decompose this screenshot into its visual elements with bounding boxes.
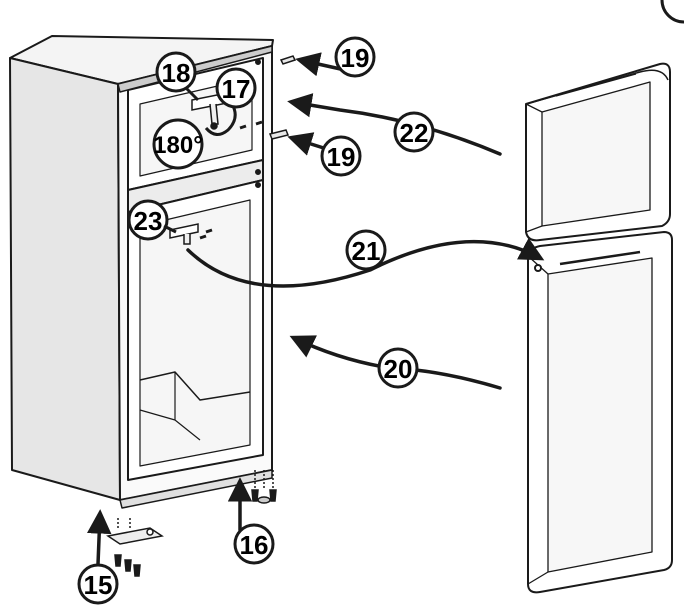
leader-18 [184, 86, 200, 102]
leader-23 [163, 224, 177, 234]
callout-180: 180° [152, 118, 204, 170]
callout-17-label: 17 [222, 74, 251, 104]
callout-23: 23 [127, 199, 169, 241]
bottom-hinge-assembly [106, 518, 164, 577]
callout-22-label: 22 [400, 118, 429, 148]
middle-hinge-assembly [169, 223, 213, 245]
callout-18: 18 [155, 51, 197, 93]
callout-19-top-label: 19 [341, 43, 370, 73]
callout-22: 22 [393, 111, 435, 153]
arrow-19-top [295, 52, 347, 77]
callout-16: 16 [233, 523, 275, 565]
callout-19-top: 19 [334, 36, 376, 78]
hinge-pins [268, 55, 297, 140]
callout-20: 20 [377, 347, 419, 389]
freezer-door [525, 62, 671, 242]
arrow-15 [86, 509, 112, 566]
callout-20-label: 20 [384, 354, 413, 384]
callout-15: 15 [77, 563, 119, 605]
callout-17: 17 [215, 67, 257, 109]
fridge-door [527, 231, 673, 594]
callout-23-label: 23 [134, 206, 163, 236]
callout-15-label: 15 [84, 570, 113, 600]
callout-18-label: 18 [162, 58, 191, 88]
callout-21: 21 [345, 229, 387, 271]
corner-badge-fragment [660, 0, 685, 24]
callout-16-label: 16 [240, 530, 269, 560]
leveling-feet [251, 470, 277, 504]
callout-19-bottom: 19 [320, 135, 362, 177]
callout-19-bottom-label: 19 [327, 142, 356, 172]
rotation-loop-17 [204, 103, 237, 136]
callout-180-label: 180° [153, 132, 203, 159]
callout-21-label: 21 [352, 236, 381, 266]
